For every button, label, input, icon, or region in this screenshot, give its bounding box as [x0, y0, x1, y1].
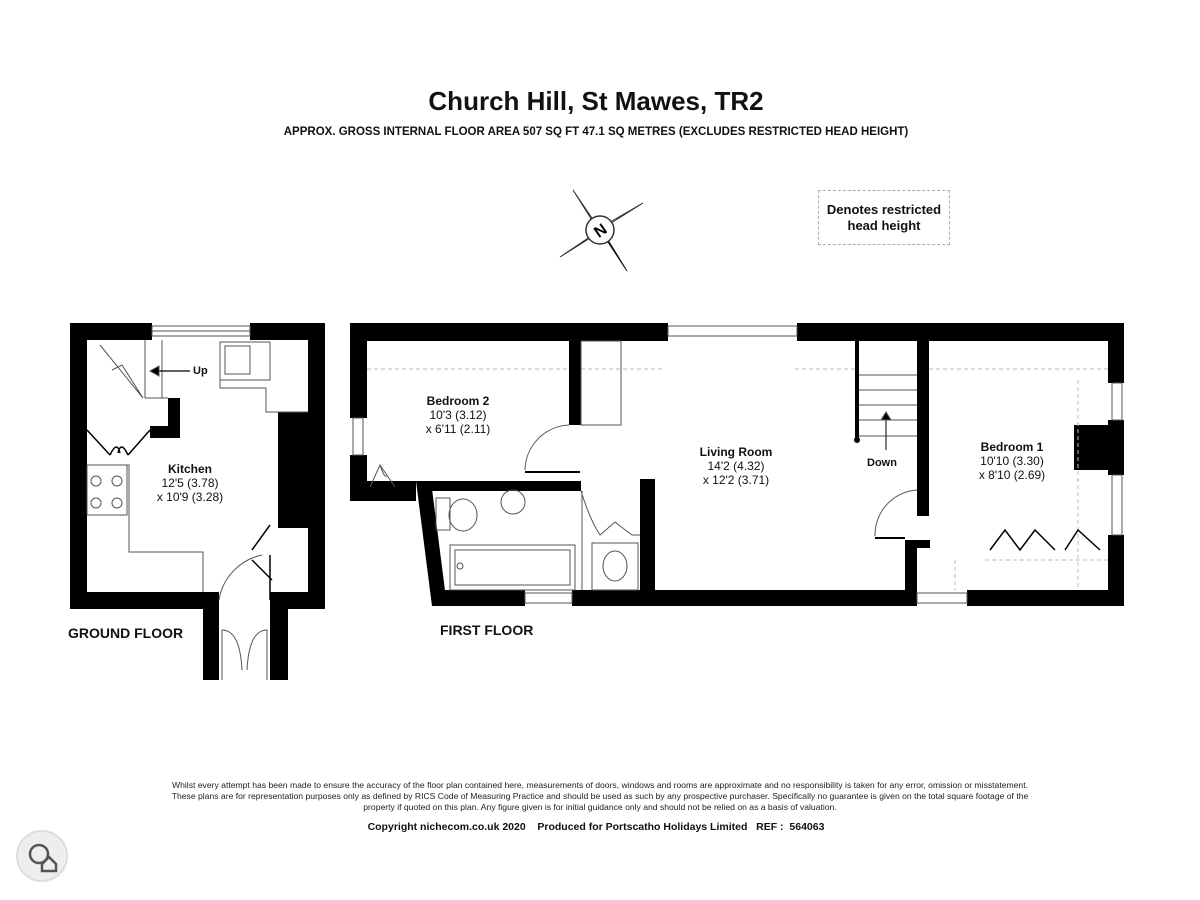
room-dim-2: x 6'11 (2.11) [425, 422, 491, 436]
first-floor-fixtures [352, 325, 1123, 604]
room-label-kitchen: Kitchen 12'5 (3.78) x 10'9 (3.28) [130, 462, 250, 504]
property-logo-icon[interactable] [16, 830, 68, 882]
ground-floor-fixtures [86, 325, 308, 680]
room-name: Living Room [699, 445, 773, 459]
room-label-bedroom-2: Bedroom 2 10'3 (3.12) x 6'11 (2.11) [398, 394, 518, 436]
room-dim-1: 10'3 (3.12) [429, 408, 487, 422]
room-dim-1: 12'5 (3.78) [161, 476, 219, 490]
room-name: Kitchen [167, 462, 212, 476]
window [1111, 382, 1123, 421]
room-label-living-room: Living Room 14'2 (4.32) x 12'2 (3.71) [676, 445, 796, 487]
floor-plan-drawing [70, 323, 1124, 680]
window [916, 592, 968, 604]
room-name: Bedroom 1 [980, 440, 1044, 454]
floor-area-subtitle: APPROX. GROSS INTERNAL FLOOR AREA 507 SQ… [283, 126, 909, 138]
first-floor-walls [350, 323, 1124, 606]
plan-title: Church Hill, St Mawes, TR2 [428, 86, 764, 116]
window [352, 417, 364, 456]
restricted-height-legend: Denotes restricted head height [818, 190, 950, 245]
window [524, 592, 573, 604]
room-name: Bedroom 2 [426, 394, 490, 408]
legend-line-1: Denotes restricted [826, 202, 942, 217]
room-label-bedroom-1: Bedroom 1 10'10 (3.30) x 8'10 (2.69) [952, 440, 1072, 482]
room-dim-2: x 12'2 (3.71) [702, 473, 770, 487]
room-dim-2: x 10'9 (3.28) [156, 490, 224, 504]
room-dim-1: 14'2 (4.32) [707, 459, 765, 473]
room-dim-2: x 8'10 (2.69) [978, 468, 1046, 482]
ground-floor-label: GROUND FLOOR [68, 625, 184, 641]
stairs-up-label: Up [193, 365, 208, 377]
location-home-icon [28, 843, 58, 873]
window [667, 325, 798, 337]
sink-icon [219, 341, 271, 381]
legend-line-2: head height [847, 218, 921, 233]
stairs-down-label: Down [867, 457, 897, 469]
first-floor-label: FIRST FLOOR [440, 622, 534, 638]
room-dim-1: 10'10 (3.30) [980, 454, 1044, 468]
ground-floor-walls [70, 323, 325, 680]
compass-icon: N [559, 189, 644, 272]
window [1111, 474, 1123, 536]
disclaimer-text: Whilst every attempt has been made to en… [171, 780, 1029, 812]
copyright-text: Copyright nichecom.co.uk 2020 Produced f… [367, 821, 825, 833]
